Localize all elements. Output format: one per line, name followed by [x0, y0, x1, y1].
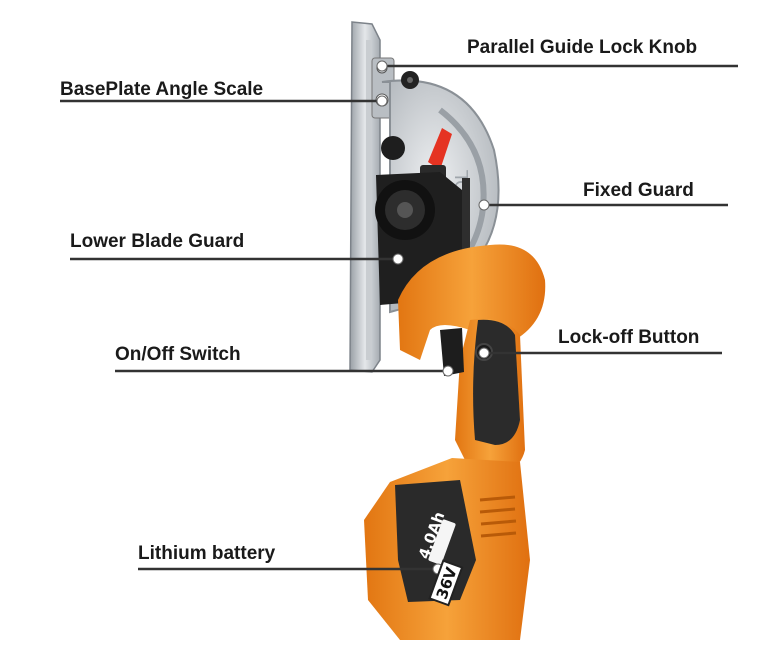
battery-pack: [364, 458, 530, 640]
label-parallel-guide-lock-knob: Parallel Guide Lock Knob: [467, 37, 698, 58]
parallel-guide-lock-knob: [401, 71, 419, 89]
on-off-switch: [440, 328, 464, 376]
depth-knob: [381, 136, 405, 160]
label-lock-off-button: Lock-off Button: [558, 327, 700, 348]
label-lower-blade-guard: Lower Blade Guard: [70, 231, 245, 252]
label-on-off-switch: On/Off Switch: [115, 344, 241, 365]
handle-body: [398, 244, 546, 475]
label-lithium-battery: Lithium battery: [138, 543, 276, 564]
leader-lines: [60, 64, 738, 571]
label-baseplate-angle-scale: BasePlate Angle Scale: [60, 79, 264, 100]
label-fixed-guard: Fixed Guard: [583, 180, 694, 201]
